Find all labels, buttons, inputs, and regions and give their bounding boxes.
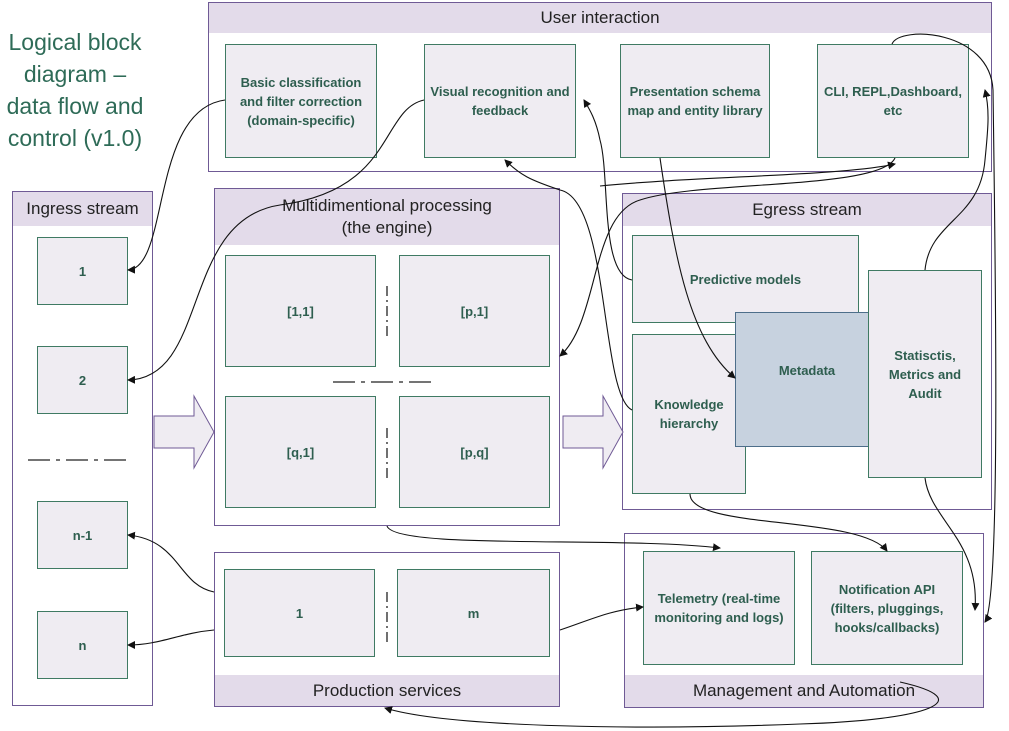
engine-header-line-1: Multidimentional processing xyxy=(282,196,492,215)
engine-to-cli xyxy=(599,161,896,187)
predictive-to-visual-2 xyxy=(583,99,633,281)
production-service-1: 1 xyxy=(224,569,375,657)
statistics-metrics-audit-box: Statisctis, Metrics and Audit xyxy=(868,270,982,478)
management-to-production xyxy=(384,681,939,728)
production-services-label: Production services xyxy=(215,675,559,706)
basic-classification-box: Basic classification and filter correcti… xyxy=(225,44,377,158)
production-to-telemetry xyxy=(559,603,644,631)
ingress-item-n-1: n-1 xyxy=(37,501,128,569)
ingress-stream-header: Ingress stream xyxy=(13,192,152,226)
diagram-title: Logical block diagram – data flow and co… xyxy=(0,26,150,154)
management-automation-label: Management and Automation xyxy=(625,675,983,707)
ingress-item-n: n xyxy=(37,611,128,679)
engine-to-telemetry xyxy=(386,525,721,552)
engine-cell-1-1: [1,1] xyxy=(225,255,376,367)
notification-api-box: Notification API (filters, pluggings, ho… xyxy=(811,551,963,665)
knowledge-to-visual xyxy=(504,159,633,411)
user-interaction-header: User interaction xyxy=(209,3,991,33)
title-line-2: diagram – xyxy=(23,61,127,87)
metadata-box: Metadata xyxy=(735,312,879,447)
predictive-models-box: Predictive models xyxy=(632,235,859,323)
classification-to-ingress-1 xyxy=(127,99,226,274)
engine-cell-p-1: [p,1] xyxy=(399,255,550,367)
title-line-1: Logical block xyxy=(8,29,142,55)
production-to-ingress-n-1 xyxy=(127,531,215,593)
cli-to-notification xyxy=(891,33,997,623)
engine-header: Multidimentional processing (the engine) xyxy=(215,189,559,245)
engine-cell-q-1: [q,1] xyxy=(225,396,376,508)
title-line-3: data flow and xyxy=(6,93,144,119)
presentation-to-metadata xyxy=(659,157,736,379)
presentation-schema-box: Presentation schema map and entity libra… xyxy=(620,44,770,158)
knowledge-hierarchy-box: Knowledge hierarchy xyxy=(632,334,746,494)
ingress-item-2: 2 xyxy=(37,346,128,414)
title-line-4: control (v1.0) xyxy=(7,125,143,151)
ingress-item-1: 1 xyxy=(37,237,128,305)
engine-header-line-2: (the engine) xyxy=(341,218,433,237)
stats-to-cli xyxy=(924,89,991,271)
stats-to-notification xyxy=(924,477,980,611)
knowledge-to-notification xyxy=(689,493,888,552)
production-service-m: m xyxy=(397,569,550,657)
production-to-ingress-n xyxy=(127,629,215,649)
egress-stream-header: Egress stream xyxy=(623,194,991,226)
cli-repl-dashboard-box: CLI, REPL,Dashboard, etc xyxy=(817,44,969,158)
visual-to-ingress-2 xyxy=(127,99,425,384)
visual-recognition-box: Visual recognition and feedback xyxy=(424,44,576,158)
ingress-to-engine-arrow xyxy=(153,394,215,470)
engine-to-egress-arrow xyxy=(562,394,624,470)
engine-cell-p-q: [p,q] xyxy=(399,396,550,508)
cli-to-engine xyxy=(559,157,896,357)
